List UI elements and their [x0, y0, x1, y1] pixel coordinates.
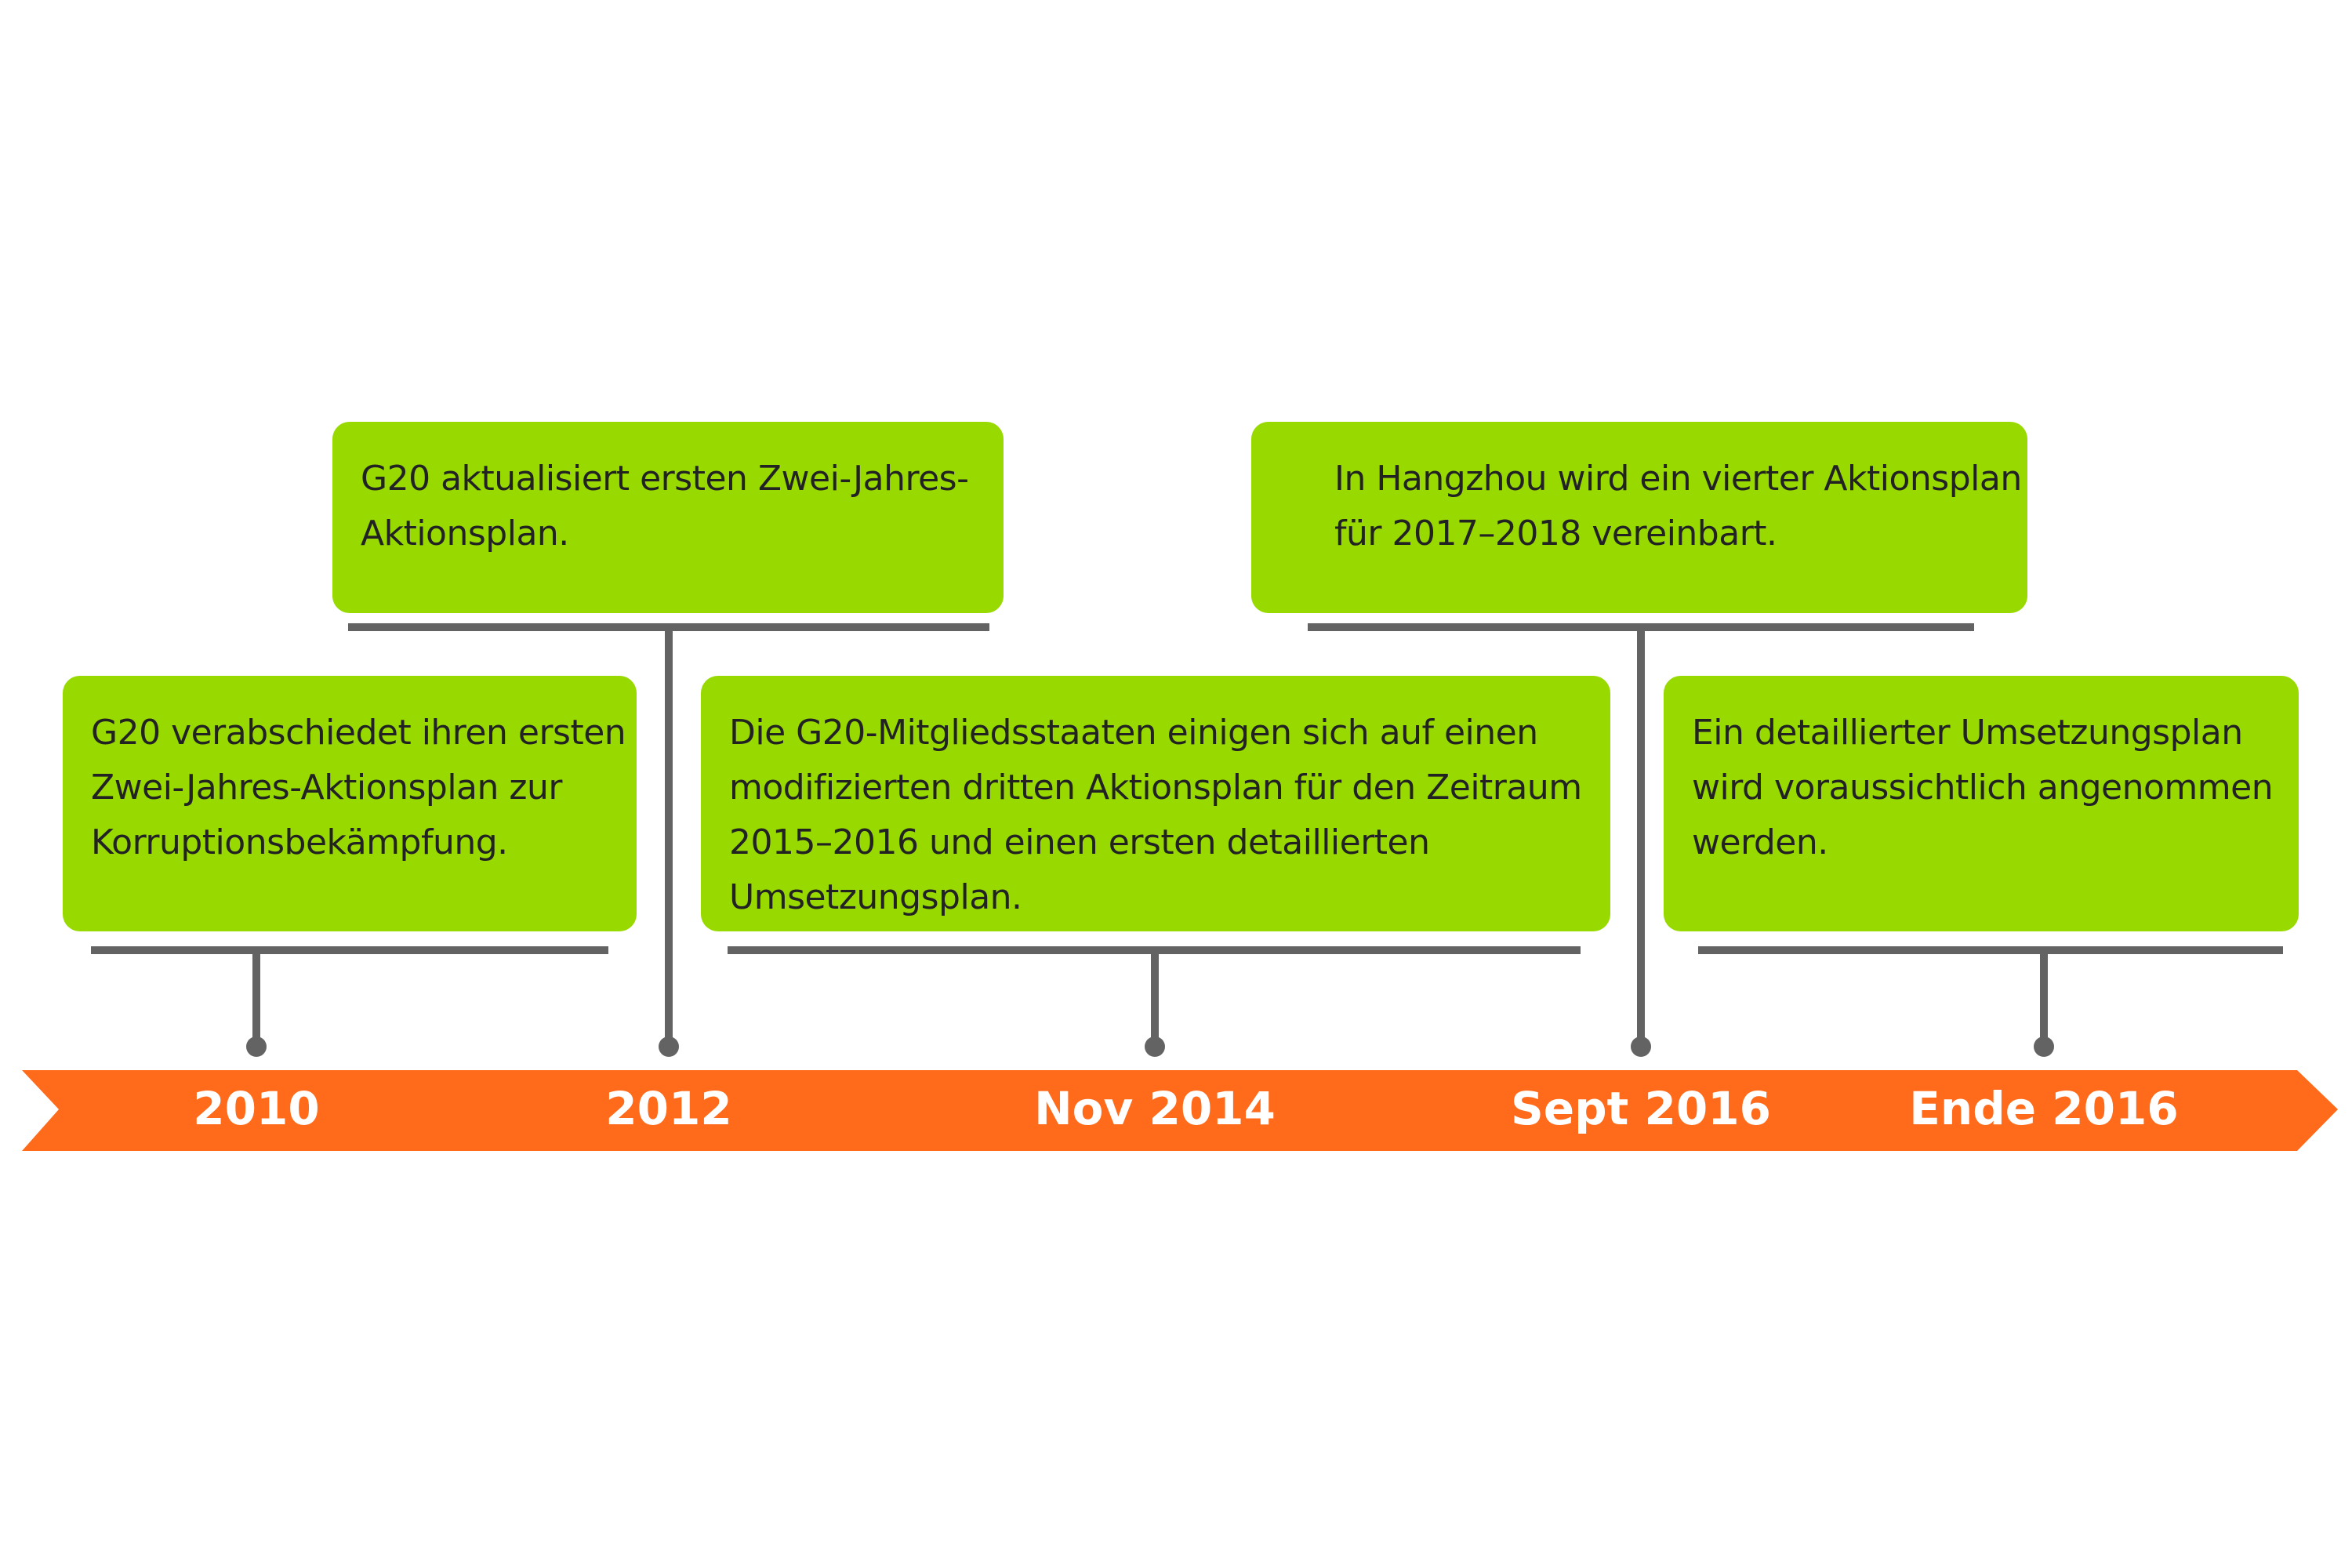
connector-line-nov-2014 [1151, 946, 1159, 1048]
event-text-line: modifizierten dritten Aktionsplan für de… [729, 768, 1582, 808]
event-text-line: Die G20-Mitgliedsstaaten einigen sich au… [729, 713, 1538, 753]
event-box-sept-2016: In Hangzhou wird ein vierter Aktionsplan… [1251, 422, 2027, 613]
bracket-bar-ende-2016 [1698, 946, 2283, 954]
event-text-line: Korruptionsbekämpfung. [91, 822, 508, 862]
timeline-marker-2012 [659, 1036, 679, 1057]
year-label-2012: 2012 [605, 1082, 732, 1135]
event-text-line: Ein detaillierter Umsetzungsplan [1692, 713, 2243, 753]
event-text-line: Zwei-Jahres-Aktionsplan zur [91, 768, 562, 808]
event-text-line: G20 aktualisiert ersten Zwei-Jahres- [361, 459, 969, 499]
event-text-line: werden. [1692, 822, 1828, 862]
event-text-line: wird voraussichtlich angenommen [1692, 768, 2274, 808]
timeline-arrow-shape [22, 1070, 2338, 1151]
event-box-2010: G20 verabschiedet ihren ersten Zwei-Jahr… [63, 676, 637, 931]
event-box-ende-2016: Ein detaillierter Umsetzungsplan wird vo… [1664, 676, 2299, 931]
event-text-line: Aktionsplan. [361, 514, 569, 554]
connector-line-ende-2016 [2040, 946, 2048, 1048]
connector-line-2012 [665, 623, 673, 1048]
connector-line-2010 [252, 946, 260, 1048]
connector-line-sept-2016 [1637, 623, 1645, 1048]
event-box-2012: G20 aktualisiert ersten Zwei-Jahres- Akt… [332, 422, 1004, 613]
timeline-marker-nov-2014 [1145, 1036, 1165, 1057]
timeline-marker-ende-2016 [2034, 1036, 2054, 1057]
event-text-line: In Hangzhou wird ein vierter Aktionsplan [1334, 459, 2022, 499]
year-label-nov-2014: Nov 2014 [1034, 1082, 1276, 1135]
bracket-bar-2010 [91, 946, 608, 954]
event-text-line: für 2017–2018 vereinbart. [1334, 514, 1777, 554]
event-text-line: Umsetzungsplan. [729, 877, 1022, 917]
year-label-ende-2016: Ende 2016 [1909, 1082, 2179, 1135]
year-label-sept-2016: Sept 2016 [1511, 1082, 1771, 1135]
timeline-marker-sept-2016 [1631, 1036, 1651, 1057]
timeline-marker-2010 [246, 1036, 267, 1057]
event-text-line: G20 verabschiedet ihren ersten [91, 713, 626, 753]
year-label-2010: 2010 [193, 1082, 320, 1135]
event-text-line: 2015–2016 und einen ersten detaillierten [729, 822, 1430, 862]
event-box-nov-2014: Die G20-Mitgliedsstaaten einigen sich au… [701, 676, 1610, 931]
